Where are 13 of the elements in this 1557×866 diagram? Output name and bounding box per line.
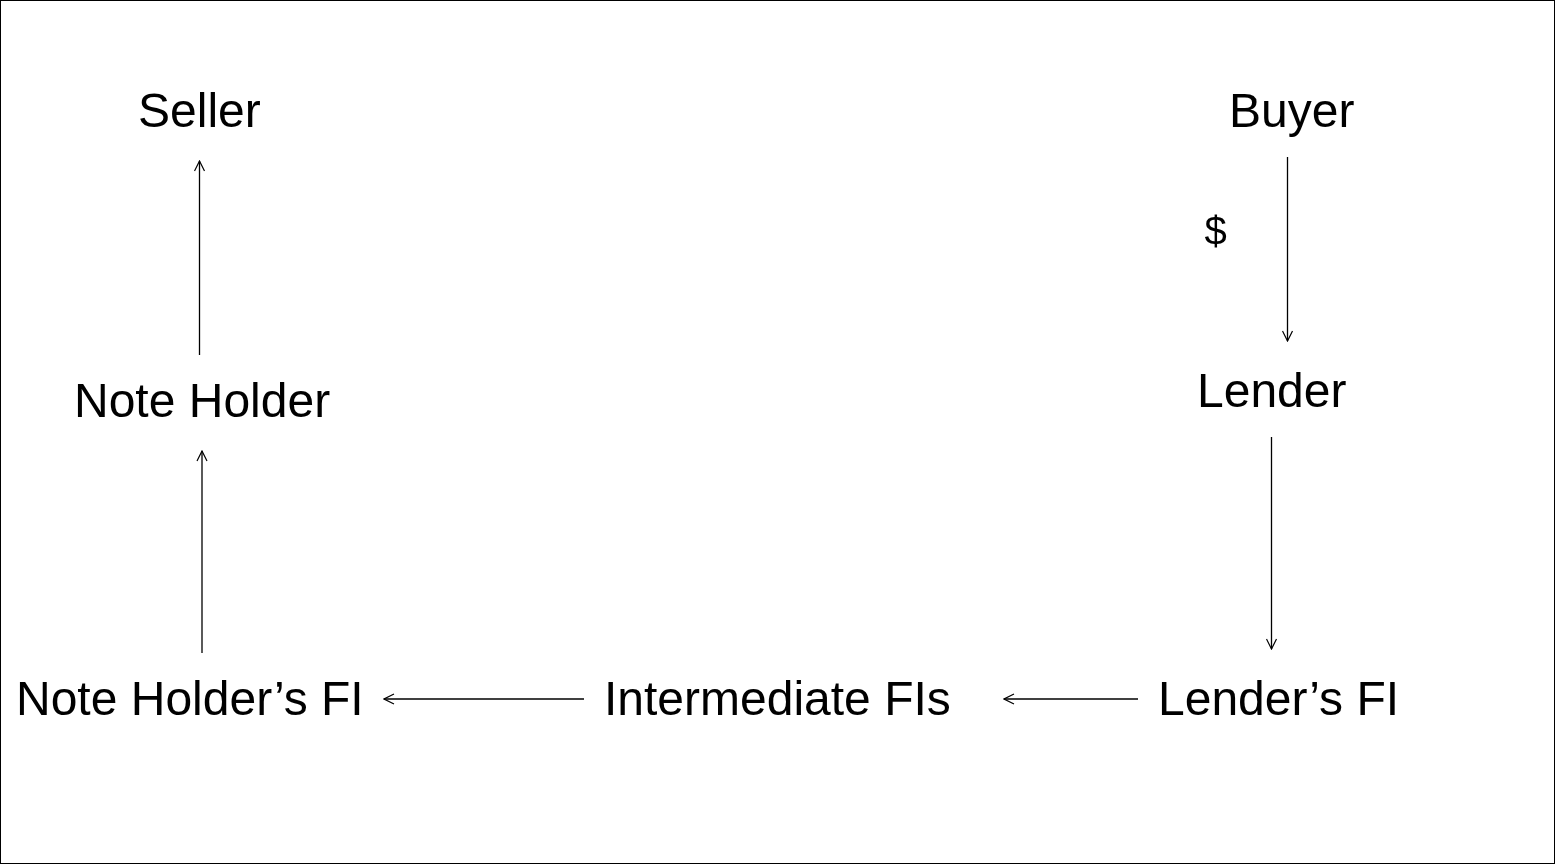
arrow — [1003, 693, 1139, 705]
node-label: Lender — [1197, 353, 1347, 429]
node-label: Note Holder’s FI — [16, 661, 364, 737]
node-label: Lender’s FI — [1158, 661, 1400, 737]
arrow — [196, 450, 208, 654]
node-label: Buyer — [1229, 73, 1355, 149]
node-label: Note Holder — [74, 363, 331, 439]
node-label: Intermediate FIs — [604, 661, 984, 737]
arrow — [193, 160, 206, 356]
arrow — [383, 693, 585, 705]
arrow — [1281, 156, 1294, 342]
node-label: Seller — [138, 73, 261, 149]
arrow — [1265, 436, 1278, 650]
